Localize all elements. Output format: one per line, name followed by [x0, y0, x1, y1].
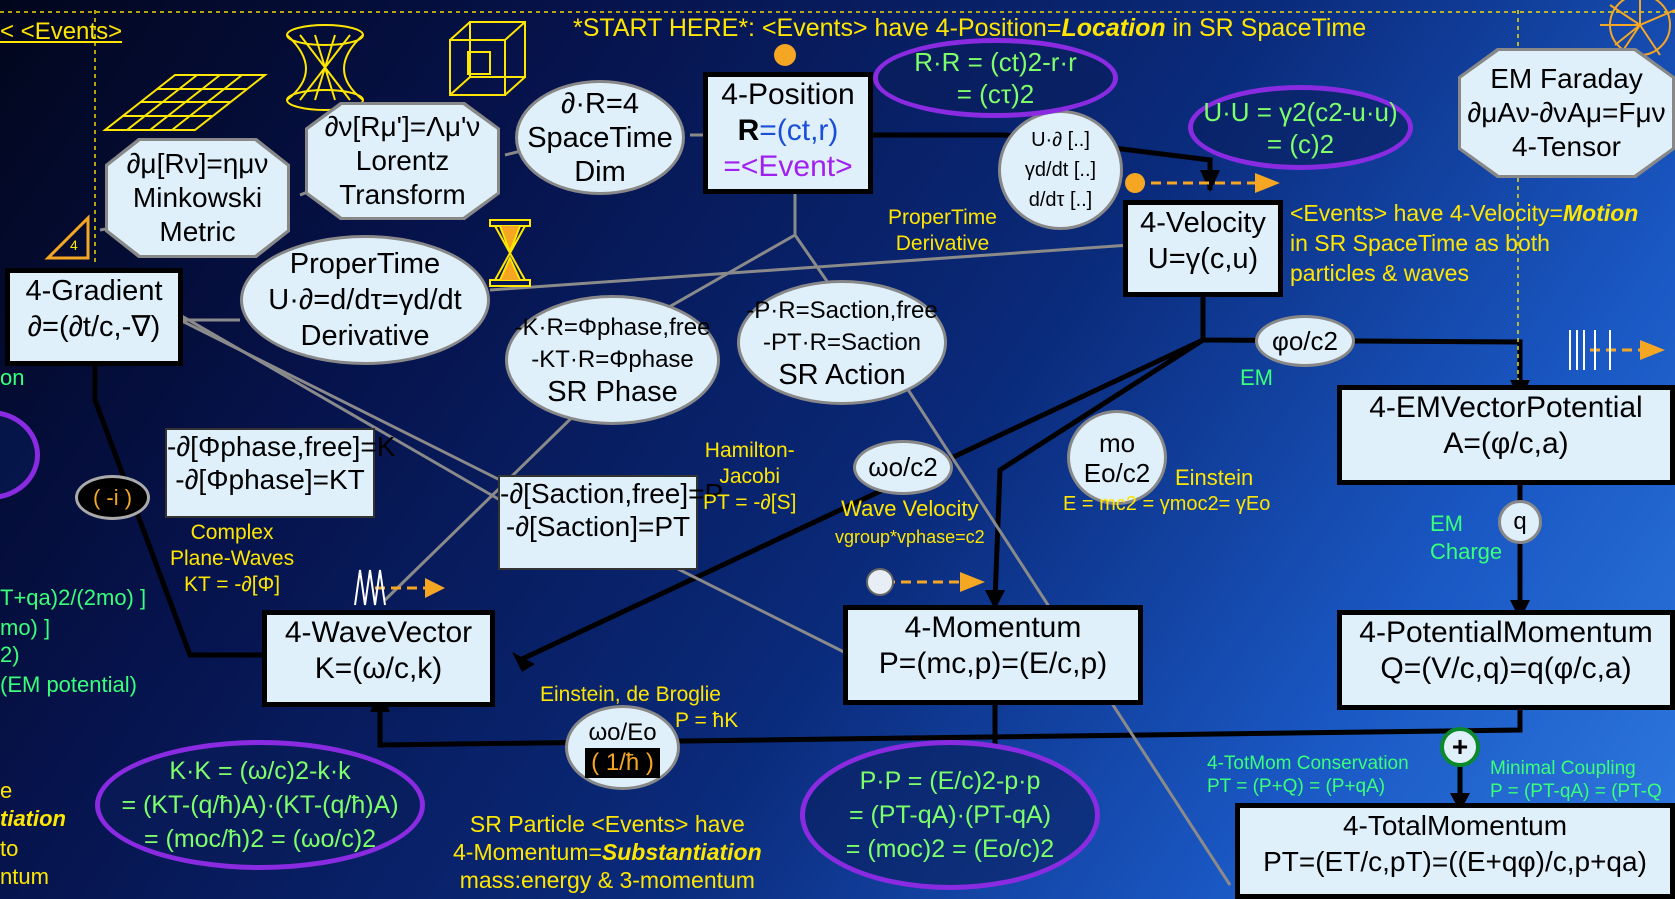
phi-c2-oval: φo/c2 [1255, 315, 1355, 367]
four-momentum-box: 4-Momentum P=(mc,p)=(E/c,p) [843, 605, 1143, 705]
left-edge-text-2: T+qa)2/(2mo) ] [0, 585, 147, 610]
left-edge-text-4: 2) [0, 642, 20, 667]
hourglass-icon [489, 219, 531, 287]
position-eq: =(ct,r) [759, 114, 839, 147]
svg-text:4: 4 [70, 237, 78, 253]
pulse-icon [1569, 330, 1611, 370]
sr-particle-label: SR Particle <Events> have 4-Momentum=Sub… [453, 811, 762, 893]
em-label: EM [1240, 365, 1273, 390]
hyperboloid-icon [286, 24, 364, 111]
cube-icon [449, 21, 526, 96]
events-velocity-label: <Events> have 4-Velocity=Motion in SR Sp… [1290, 200, 1639, 286]
left-edge-text-1: on [0, 365, 25, 390]
e-mc2-label: E = mc2 = γmoc2= γEo [1063, 493, 1271, 515]
q-charge-oval: q [1498, 500, 1542, 544]
left-edge-text-3: mo) ] [0, 615, 51, 640]
grid-icon [102, 74, 268, 131]
einstein-label: Einstein [1175, 465, 1254, 490]
kk-equation: K·K = (ω/c)2-k·k= (KT-(q/ħ)A)·(KT-(q/ħ)A… [95, 740, 425, 870]
four-totalmomentum-box: 4-TotalMomentum PT=(ET/c,pT)=((E+qφ)/c,p… [1235, 803, 1675, 899]
four-position-box: 4-Position R=(ct,r) =<Event> [703, 72, 873, 194]
omega-eo-oval: ωo/Eo ( 1/ħ ) [565, 705, 680, 790]
left-edge-text-6: e [0, 778, 13, 803]
pp-equation: P·P = (E/c)2-p·p= (PT-qA)·(PT-qA)= (moc)… [800, 740, 1100, 890]
events-corner-link[interactable]: < <Events> [0, 18, 123, 45]
uu-equation: U·U = γ2(c2-u·u)= (c)2 [1188, 85, 1413, 170]
wave-icon [354, 569, 386, 606]
omega-c2-oval: ωo/c2 [853, 440, 953, 495]
derivatives-oval: U·∂ [..]γd/dt [..]d/dτ [..] [998, 110, 1123, 230]
left-edge-text-5: (EM potential) [0, 672, 137, 697]
starburst-icon [1600, 0, 1675, 56]
left-edge-text-7: tiation [0, 806, 66, 831]
action-gradient-box: -∂[Saction,free]=P-∂[Saction]=PT [498, 475, 723, 570]
left-edge-text-8: to [0, 836, 19, 861]
rr-equation: R·R = (ct)2-r·r= (cτ)2 [873, 38, 1118, 118]
four-emvectorpotential-box: 4-EMVectorPotential A=(φ/c,a) [1337, 385, 1675, 485]
plus-junction: + [1440, 727, 1480, 767]
four-wavevector-box: 4-WaveVector K=(ω/c,k) [262, 610, 495, 707]
phase-gradient-box: -∂[Φphase,free]=K-∂[Φphase]=KT [165, 428, 395, 518]
four-velocity-box: 4-Velocity U=γ(c,u) [1123, 200, 1283, 297]
minus-i-oval: ( -i ) [75, 475, 150, 520]
triangle-icon [44, 214, 90, 260]
four-potentialmomentum-box: 4-PotentialMomentum Q=(V/c,q)=q(φ/c,a) [1337, 610, 1675, 710]
four-gradient-box: 4-Gradient ∂=(∂t/c,-∇) [5, 268, 183, 366]
left-edge-text-9: ntum [0, 864, 49, 889]
